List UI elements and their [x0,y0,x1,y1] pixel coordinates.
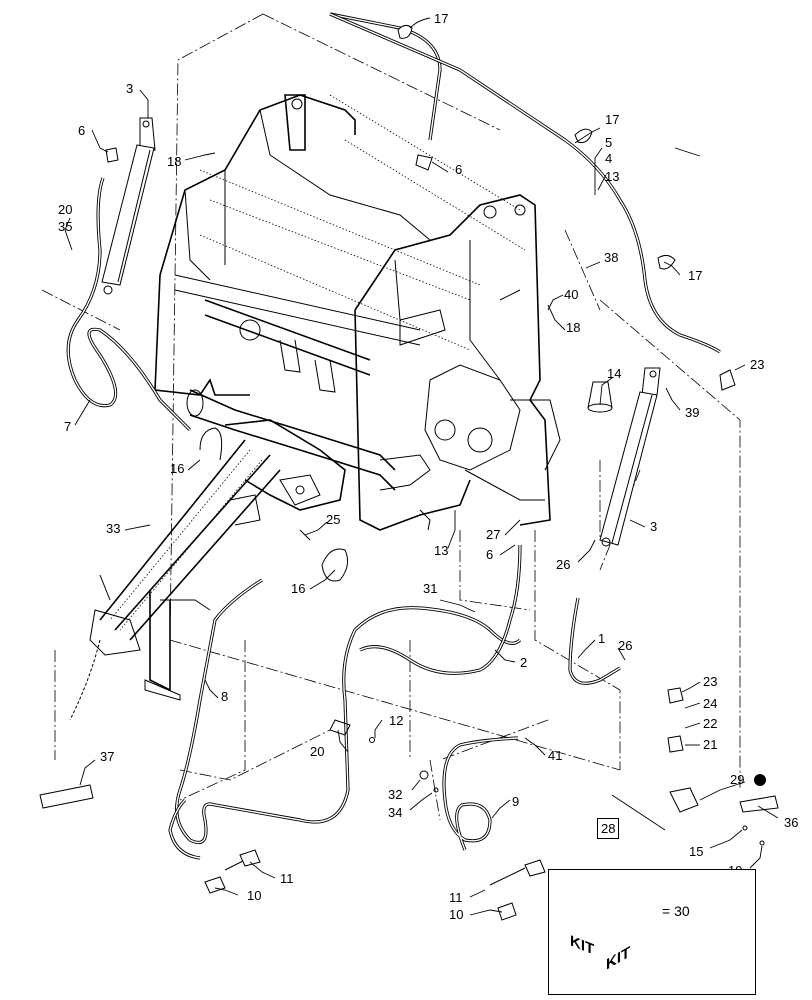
callout-28-boxed: 28 [597,818,620,839]
baler-frame [69,94,561,721]
kit-legend-value: = 30 [662,903,690,919]
callout-22: 22 [703,716,718,731]
callout-11: 11 [449,890,463,905]
envelope-lines [41,13,741,821]
callout-13: 13 [605,169,620,184]
callout-9: 9 [512,794,520,809]
callout-18: 18 [167,154,182,169]
callout-31: 31 [423,581,438,596]
callout-27: 27 [486,527,501,542]
kit-legend-box [548,869,756,995]
callout-3: 3 [650,519,658,534]
callout-10: 10 [449,907,464,922]
callout-39: 39 [685,405,700,420]
callout-3: 3 [126,81,134,96]
callout-12: 12 [389,713,404,728]
callout-21: 21 [703,737,718,752]
callout-25: 25 [326,512,341,527]
callout-4: 4 [605,151,613,166]
callout-35: 35 [58,219,73,234]
callout-15: 15 [689,844,704,859]
legend-dot-29 [754,774,766,786]
callout-16: 16 [170,461,185,476]
callout-16: 16 [291,581,306,596]
callout-6: 6 [455,162,463,177]
callout-6: 6 [486,547,494,562]
callout-18: 18 [566,320,581,335]
callout-17: 17 [605,112,620,127]
leader-lines [64,17,779,916]
callout-14: 14 [607,366,622,381]
callout-17: 17 [688,268,703,283]
kit-legend-number: 30 [674,903,690,919]
callout-20: 20 [310,744,325,759]
callout-13: 13 [434,543,449,558]
callout-7: 7 [64,419,72,434]
callout-11: 11 [280,871,294,886]
callout-2: 2 [520,655,528,670]
callout-29: 29 [730,772,745,787]
callout-24: 24 [703,696,718,711]
callout-26: 26 [556,557,571,572]
callout-38: 38 [604,250,619,265]
callout-10: 10 [247,888,262,903]
callout-40: 40 [564,287,579,302]
callout-23: 23 [703,674,718,689]
callout-8: 8 [221,689,229,704]
callout-6: 6 [78,123,86,138]
callout-36: 36 [784,815,799,830]
callout-17: 17 [434,11,449,26]
callout-20: 20 [58,202,73,217]
callout-1: 1 [598,631,606,646]
callout-32: 32 [388,787,403,802]
callout-5: 5 [605,135,613,150]
right-cylinder [599,367,661,547]
left-cylinder [101,117,156,295]
callout-41: 41 [548,748,563,763]
hoses [66,12,721,860]
small-parts [39,24,779,921]
callout-26: 26 [618,638,633,653]
callout-34: 34 [388,805,403,820]
callout-23: 23 [750,357,765,372]
callout-37: 37 [100,749,115,764]
callout-33: 33 [106,521,121,536]
